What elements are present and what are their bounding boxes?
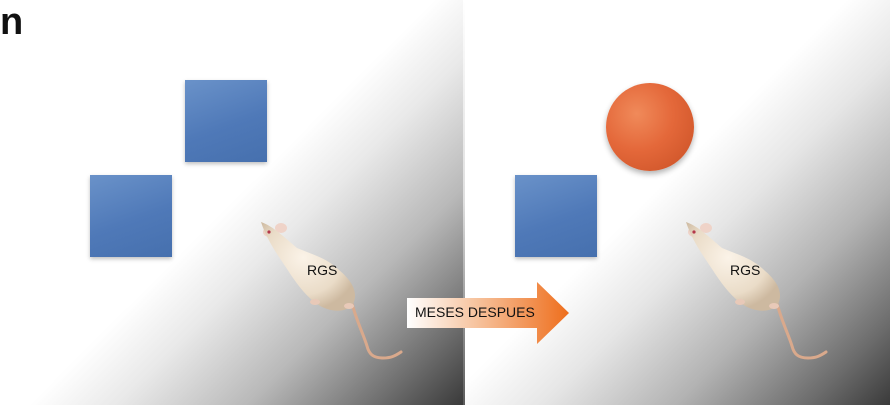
object-square <box>515 175 597 257</box>
object-square-top <box>185 80 267 162</box>
panel-label: n <box>0 2 23 42</box>
object-square-bottom <box>90 175 172 257</box>
rat-label: RGS <box>307 262 337 278</box>
object-circle <box>606 83 694 171</box>
rat-label: RGS <box>730 262 760 278</box>
rat-icon <box>680 218 830 368</box>
time-arrow: MESES DESPUES <box>405 282 570 344</box>
scene-after: RGS <box>465 0 890 405</box>
arrow-label: MESES DESPUES <box>415 304 535 320</box>
rat-icon <box>255 218 405 368</box>
scene-before: n RGS <box>0 0 463 405</box>
